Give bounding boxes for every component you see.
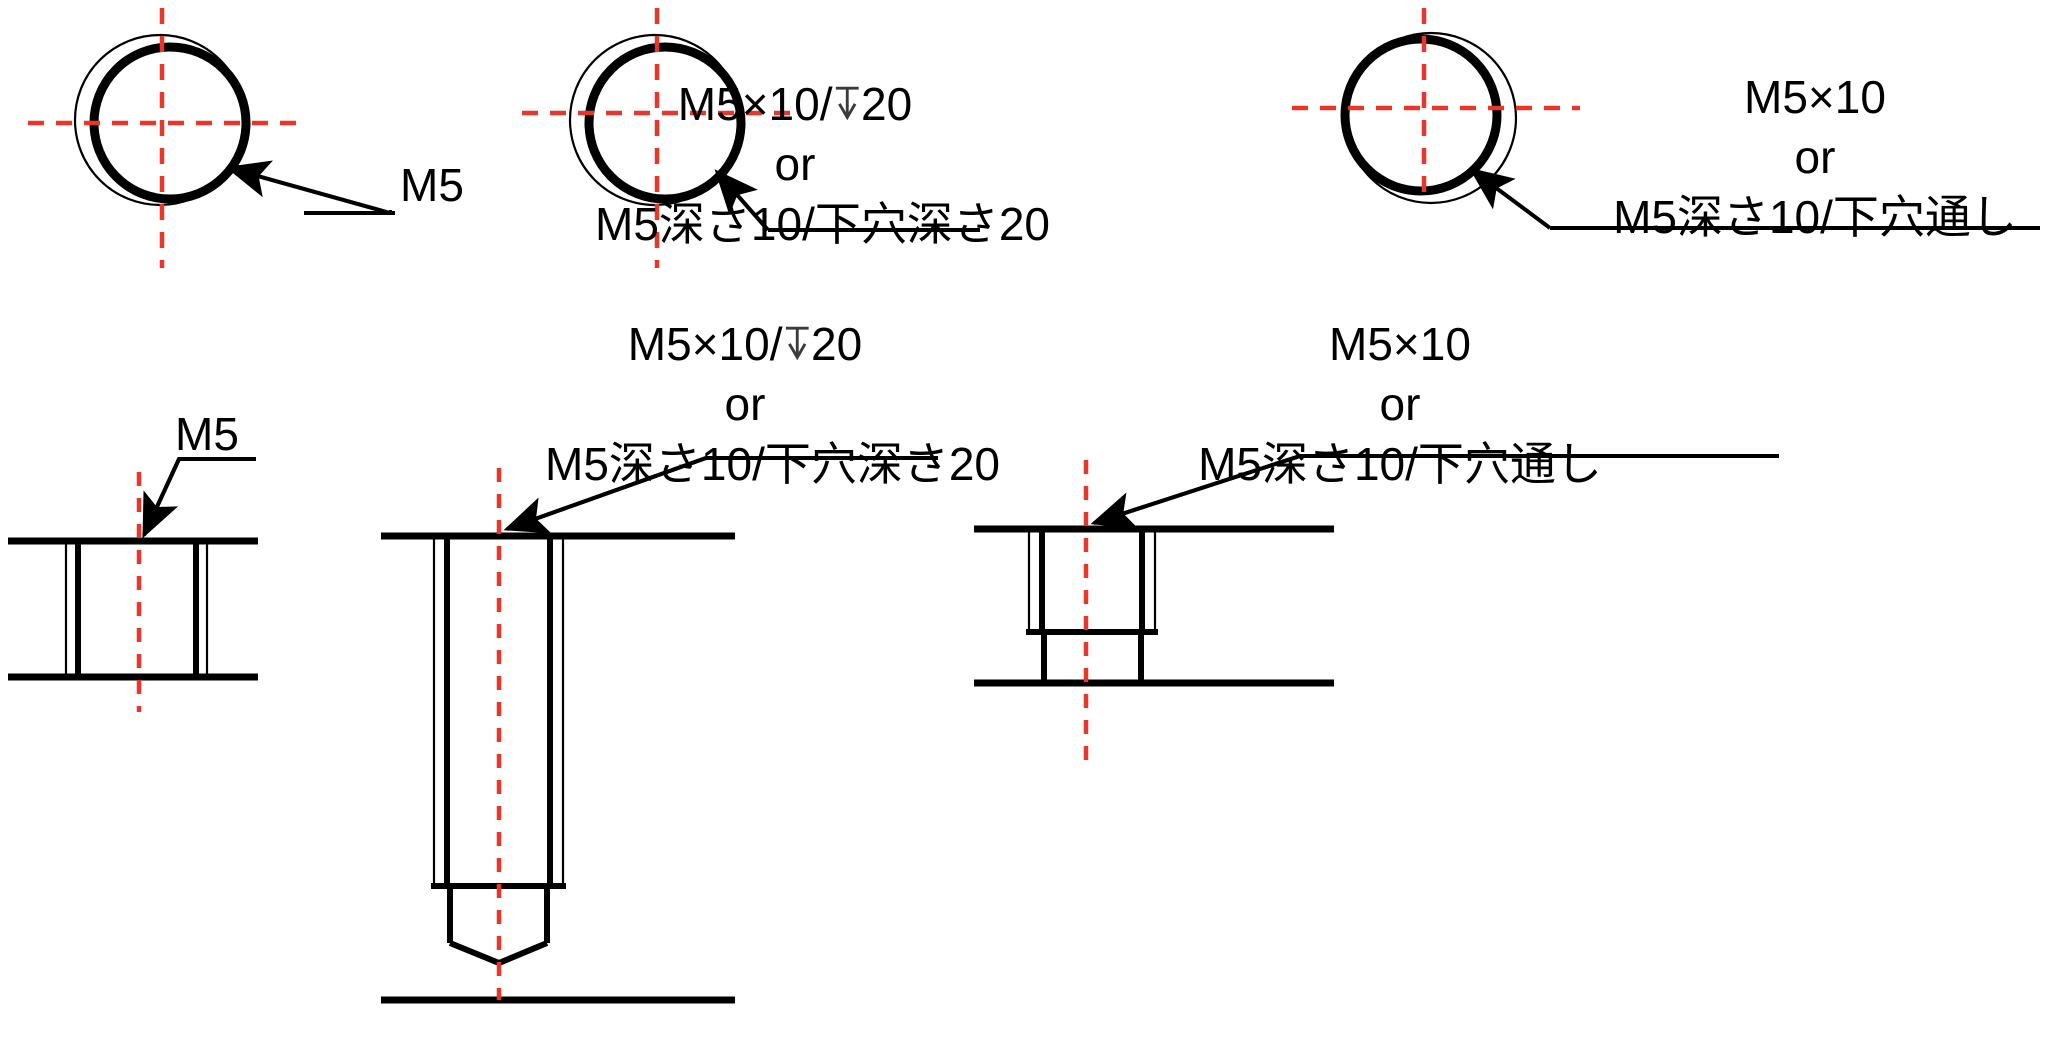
- plan-view-3-label-line1: M5×10: [1744, 71, 1886, 123]
- plan-view-3-label-line2: or: [1794, 130, 1836, 183]
- section-view-tapped-then-through: [974, 454, 1779, 768]
- plan-view-3-label-block: M5×10 or M5深さ10/下穴通し: [1590, 68, 2040, 247]
- tapped-portion: [1026, 529, 1158, 635]
- section-view-2-label-block: M5×10/ 20 or M5深さ10/下穴深さ20: [545, 315, 1001, 494]
- plan-view-through-tapped: [28, 8, 395, 268]
- major-diameter-circle: [1340, 34, 1502, 196]
- thread-spec-text: M5×10/: [677, 78, 833, 130]
- section-view-2-label-line2: or: [724, 377, 766, 430]
- plan-view-2-label-line2: or: [774, 137, 816, 190]
- depth-value-text: 20: [861, 78, 913, 130]
- section-view-3-label-line3: M5深さ10/下穴通し: [1198, 437, 1602, 490]
- section-view-through-tapped: [8, 457, 258, 712]
- major-diameter-circle: [584, 42, 746, 204]
- leader-arrow-line: [142, 458, 181, 539]
- plan-view-2-label-block: M5×10/ 20 or M5深さ10/下穴深さ20: [595, 75, 1051, 254]
- plan-view-3-label-line3: M5深さ10/下穴通し: [1613, 190, 2017, 243]
- leader-arrow-line: [1090, 454, 1301, 529]
- section-view-1-label: M5: [175, 408, 239, 460]
- plan-view-counterbore-through: [1292, 8, 2040, 230]
- leader-arrow-line: [503, 456, 707, 534]
- plan-view-2-label-line3: M5深さ10/下穴深さ20: [595, 197, 1051, 250]
- plan-view-1-label: M5: [400, 159, 464, 211]
- plan-view-blind-tapped: [522, 8, 980, 268]
- section-view-3-label-line1: M5×10: [1329, 318, 1471, 370]
- depth-symbol-icon: [833, 78, 862, 124]
- leader-arrow-line: [225, 160, 391, 215]
- section-view-2-label-line1: M5×10/ 20: [545, 315, 945, 375]
- depth-value-text: 20: [811, 318, 863, 370]
- section-view-3-label-line2: or: [1379, 377, 1421, 430]
- section-view-2-label-line3: M5深さ10/下穴深さ20: [545, 437, 1001, 490]
- leader-arrow-line: [1469, 167, 1552, 230]
- plan-view-2-label-line1: M5×10/ 20: [595, 75, 995, 135]
- section-view-blind-tapped: [381, 456, 938, 1004]
- depth-symbol-icon: [783, 318, 812, 364]
- section-view-3-label-block: M5×10 or M5深さ10/下穴通し: [1150, 315, 1650, 494]
- leader-arrow-line: [714, 169, 770, 232]
- through-hole-portion: [1041, 632, 1144, 683]
- thread-spec-text: M5×10/: [627, 318, 783, 370]
